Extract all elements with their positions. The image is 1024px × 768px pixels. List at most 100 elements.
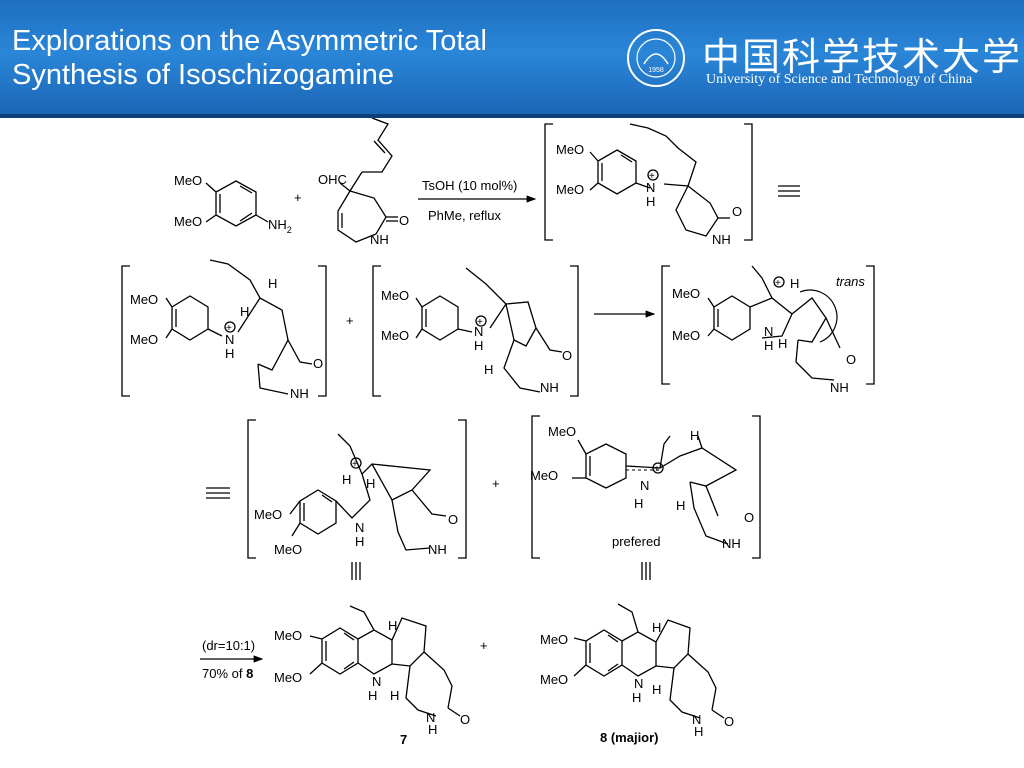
aniline-reactant: MeO MeO NH2 — [174, 173, 292, 235]
logo-year: 1958 — [648, 67, 664, 74]
int3-meo-top: MeO — [381, 288, 409, 303]
p8-h-lactam: H — [694, 724, 703, 739]
int2-meo-top: MeO — [130, 292, 158, 307]
product-7: MeO MeO N H H H O N H 7 — [274, 605, 470, 747]
p8-meo-bottom: MeO — [540, 672, 568, 687]
university-name-english: University of Science and Technology of … — [706, 72, 973, 87]
int3-o: O — [562, 348, 572, 363]
iminium-intermediate-1: MeO MeO N H + O NH — [556, 123, 742, 247]
title-line-1: Explorations on the Asymmetric Total — [12, 25, 487, 57]
lactam-nh: NH — [370, 232, 389, 247]
int4-meo-bottom: MeO — [672, 328, 700, 343]
ohc-label: OHC — [318, 172, 347, 187]
aniline-meo-top: MeO — [174, 173, 202, 188]
int6-h-n: H — [634, 496, 643, 511]
cyclization-intermediate: MeO MeO N H H H + trans O NH — [672, 265, 865, 395]
p8-n: N — [692, 712, 701, 727]
equivalence-symbol-2 — [206, 487, 230, 499]
int2-nh: NH — [290, 386, 309, 401]
int2-n: N — [225, 332, 234, 347]
int3-n: N — [474, 324, 483, 339]
int1-o: O — [732, 204, 742, 219]
p7-h: H — [390, 688, 399, 703]
int5-meo-bottom: MeO — [274, 542, 302, 557]
header-divider — [0, 114, 1024, 118]
int6-h: H — [676, 498, 685, 513]
int1-meo-bottom: MeO — [556, 182, 584, 197]
int1-nh: NH — [712, 232, 731, 247]
p7-nh-h: H — [368, 688, 377, 703]
int6-meo-top: MeO — [548, 424, 576, 439]
university-seal-logo: 1958 — [627, 29, 685, 87]
int1-n: N — [646, 180, 655, 195]
p8-meo-top: MeO — [540, 632, 568, 647]
iminium-intermediate-3: MeO MeO N H H + O NH — [381, 267, 572, 395]
int3-h: H — [484, 362, 493, 377]
university-name-chinese: 中国科学技术大学 — [702, 35, 1023, 79]
p7-meo-bottom: MeO — [274, 670, 302, 685]
int5-nh: NH — [428, 542, 447, 557]
int4-o: O — [846, 352, 856, 367]
product-8-major: MeO MeO N H H H O N H 8 (majior) — [540, 603, 734, 745]
aldehyde-lactam-reactant: OHC O NH — [318, 118, 409, 247]
aniline-meo-bottom: MeO — [174, 214, 202, 229]
plus-sign-4: + — [480, 638, 488, 653]
plus-sign-1: + — [294, 190, 302, 205]
int1-h: H — [646, 194, 655, 209]
int5-h-1: H — [342, 472, 351, 487]
int2-h: H — [240, 304, 249, 319]
equivalence-vertical-1 — [351, 562, 361, 580]
compound-8-label: 8 (majior) — [600, 730, 659, 745]
int5-o: O — [448, 512, 458, 527]
bracket-right-2 — [318, 265, 327, 397]
dr-label: (dr=10:1) — [202, 638, 255, 653]
int5-h-2: H — [366, 476, 375, 491]
bracket-left-6 — [531, 415, 540, 559]
trans-label: trans — [836, 274, 865, 289]
equivalence-symbol-1 — [778, 185, 800, 197]
int6-nh: NH — [722, 536, 741, 551]
int6-meo-bottom: MeO — [530, 468, 558, 483]
p7-n: N — [426, 710, 435, 725]
carbocation-intermediate-1: MeO MeO N H H H + O NH — [254, 433, 458, 557]
iminium-intermediate-2: MeO MeO N H H H + O NH — [130, 259, 323, 401]
lactam-o: O — [399, 213, 409, 228]
int4-meo-top: MeO — [672, 286, 700, 301]
int1-charge: + — [649, 171, 655, 182]
int3-meo-bottom: MeO — [381, 328, 409, 343]
int3-charge: + — [477, 317, 483, 328]
title-line-2: Synthesis of Isoschizogamine — [12, 59, 395, 91]
prefered-label: prefered — [612, 534, 660, 549]
bracket-left-5 — [247, 419, 256, 559]
p8-nh-h: H — [632, 690, 641, 705]
bracket-left-3 — [372, 265, 381, 397]
int3-nh: NH — [540, 380, 559, 395]
int6-charge: + — [654, 464, 660, 475]
compound-7-label: 7 — [400, 732, 407, 747]
int4-h-top: H — [790, 276, 799, 291]
equivalence-vertical-2 — [641, 562, 651, 580]
int6-n: N — [640, 478, 649, 493]
int2-o: O — [313, 356, 323, 371]
int5-meo-top: MeO — [254, 507, 282, 522]
int4-n: N — [764, 324, 773, 339]
bracket-right-1 — [744, 123, 753, 241]
int2-h-top: H — [268, 276, 277, 291]
plus-sign-2: + — [346, 313, 354, 328]
int3-h-n: H — [474, 338, 483, 353]
bracket-left-4 — [661, 265, 670, 385]
yield-label: 70% of 8 — [202, 666, 253, 681]
int1-meo-top: MeO — [556, 142, 584, 157]
reagent-solvent: PhMe, reflux — [428, 208, 501, 223]
bracket-right-6 — [752, 415, 761, 559]
p8-h-top: H — [652, 620, 661, 635]
header-banner — [0, 0, 1024, 118]
p7-h-top: H — [388, 618, 397, 633]
int5-charge: + — [352, 459, 358, 470]
int2-charge: + — [226, 323, 232, 334]
int5-nh-n: N — [355, 520, 364, 535]
int6-o: O — [744, 510, 754, 525]
bracket-right-5 — [458, 419, 467, 559]
int6-h-top: H — [690, 428, 699, 443]
p7-o: O — [460, 712, 470, 727]
